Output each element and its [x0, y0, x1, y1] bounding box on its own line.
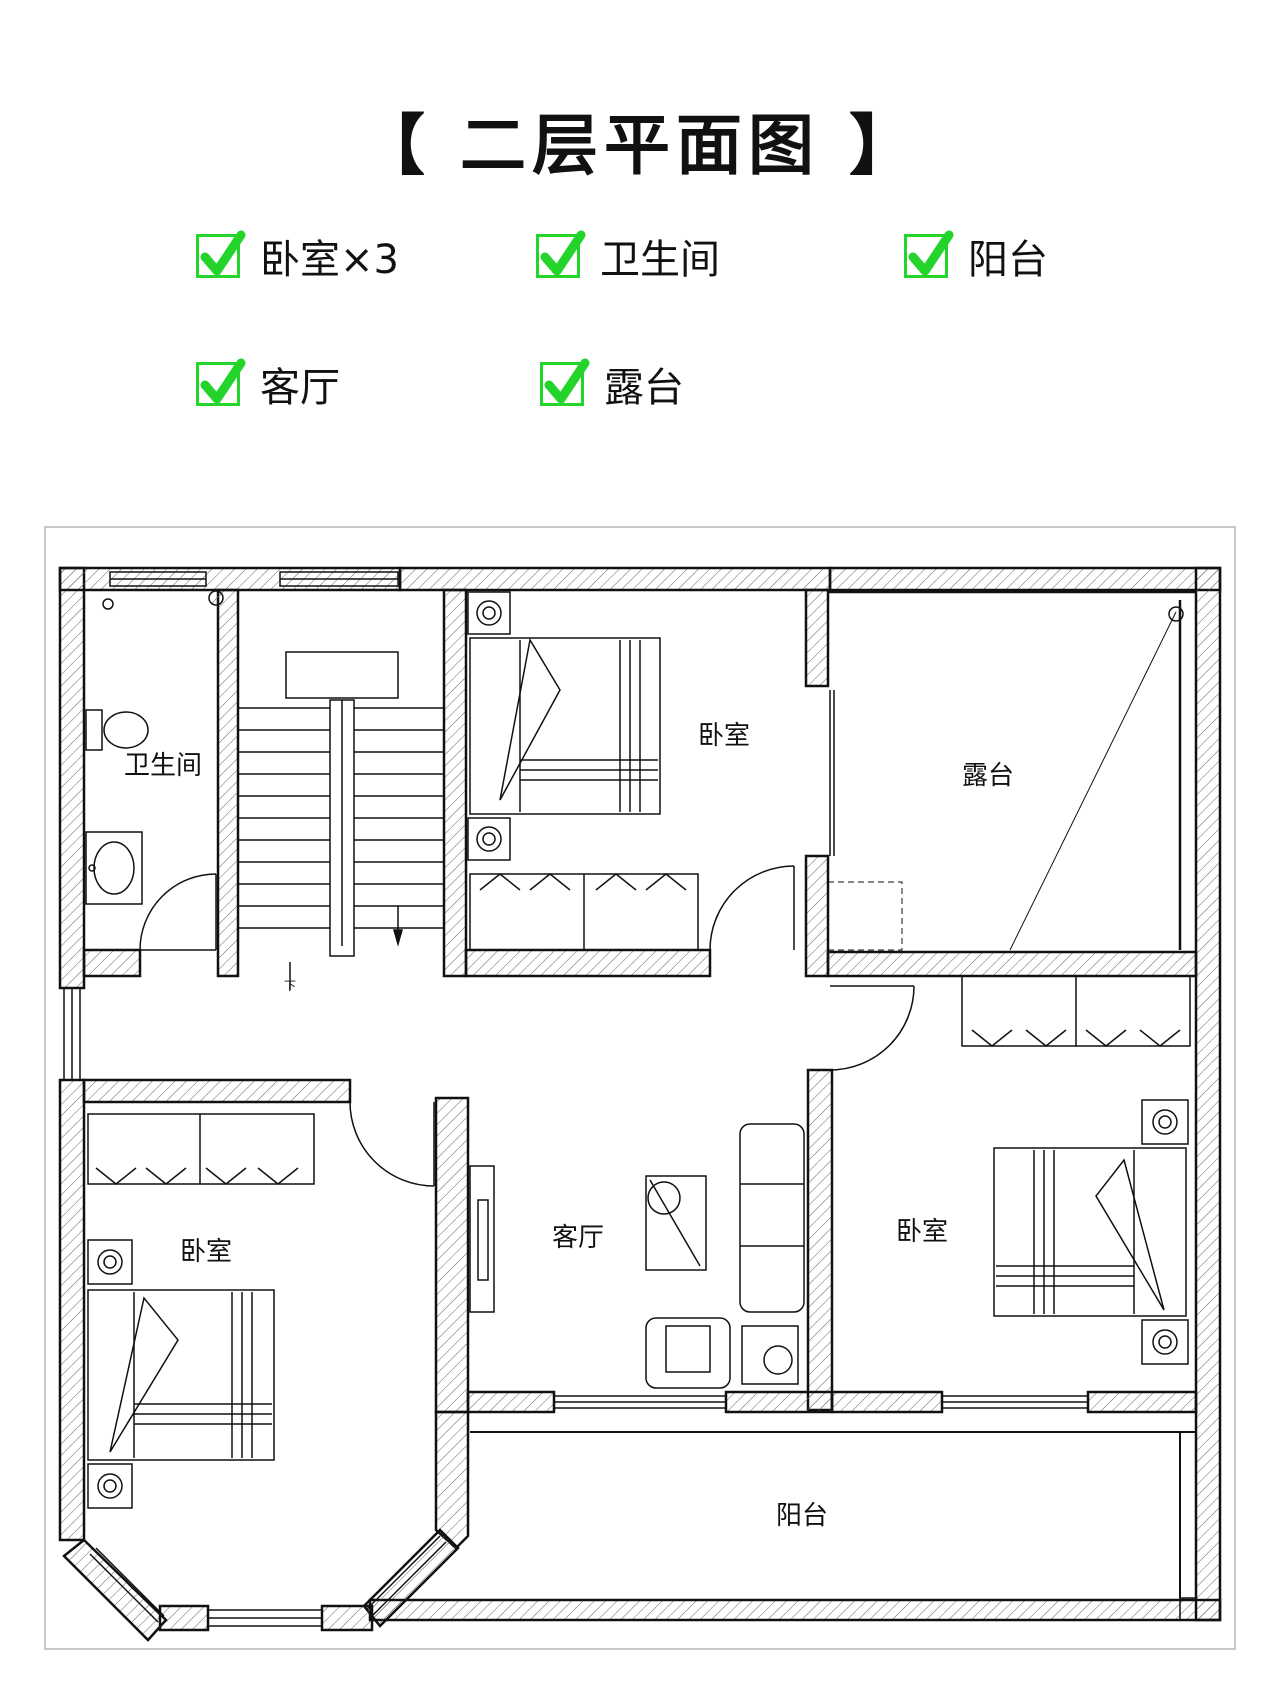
room-label-terrace: 露台 [962, 761, 1014, 791]
checkmark-icon [196, 230, 246, 278]
page-title: 【 二层平面图 】 [359, 107, 921, 184]
feature-bathroom: 卫生间 [536, 226, 720, 286]
room-label-bathroom: 卫生间 [124, 751, 202, 781]
room-label-bedroom-top: 卧室 [698, 721, 750, 751]
checkmark-icon [536, 230, 586, 278]
feature-label: 阳台 [968, 237, 1048, 283]
plan-frame [44, 526, 1236, 1650]
feature-label: 卧室×3 [260, 237, 399, 283]
feature-terrace: 露台 [540, 354, 684, 414]
room-label-bedroom-left: 卧室 [180, 1237, 232, 1267]
feature-label: 卫生间 [600, 237, 720, 283]
room-label-living: 客厅 [552, 1223, 604, 1253]
feature-label: 客厅 [260, 365, 340, 411]
room-label-bedroom-right: 卧室 [896, 1217, 948, 1247]
feature-living-room: 客厅 [196, 354, 340, 414]
checkmark-icon [196, 358, 246, 406]
stair-label: 下 [284, 979, 296, 993]
feature-bedrooms: 卧室×3 [196, 226, 399, 286]
checkmark-icon [540, 358, 590, 406]
feature-balcony: 阳台 [904, 226, 1048, 286]
checkmark-icon [904, 230, 954, 278]
room-label-balcony: 阳台 [776, 1501, 828, 1531]
feature-label: 露台 [604, 365, 684, 411]
